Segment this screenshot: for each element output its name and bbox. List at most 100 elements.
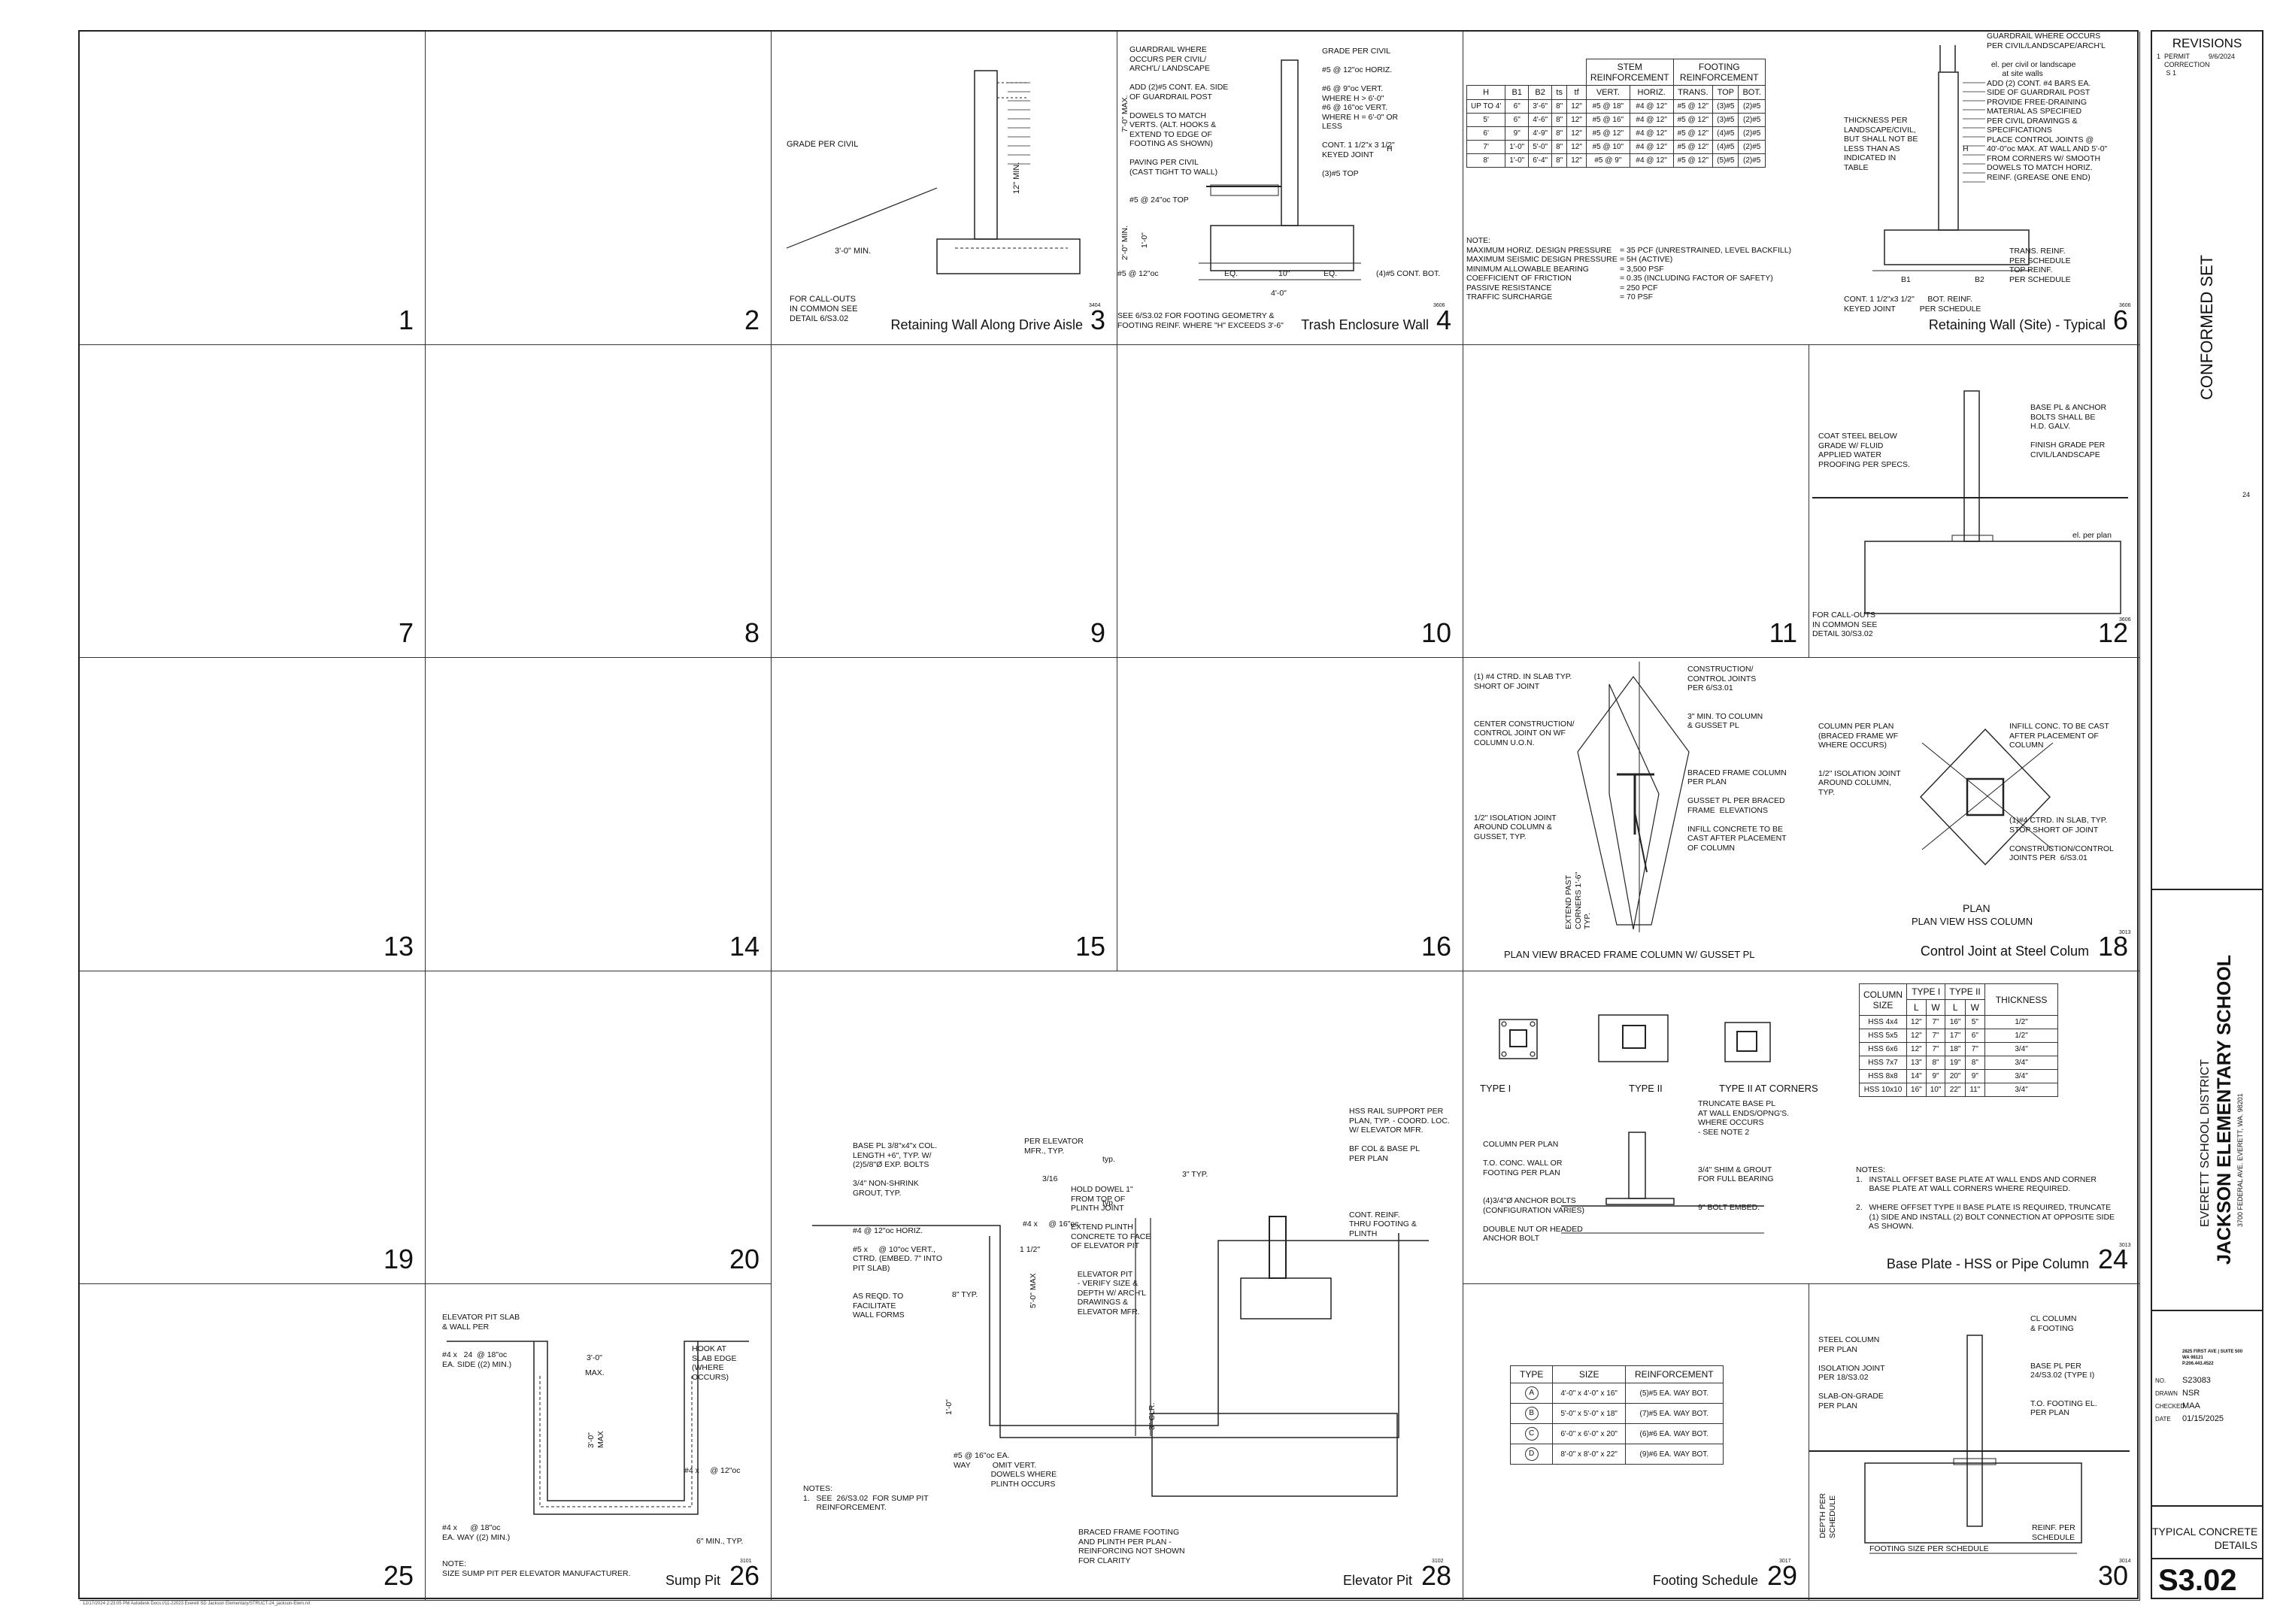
table-cell: (6)#6 EA. WAY BOT. xyxy=(1624,1423,1724,1444)
detail-number: 28 xyxy=(1420,1560,1451,1591)
table-cell: #4 @ 12" xyxy=(1629,126,1674,141)
table-cell: (2)#5 xyxy=(1738,99,1766,114)
detail-caption: PLAN VIEW BRACED FRAME COLUMN W/ GUSSET … xyxy=(1504,949,1755,960)
hss-column xyxy=(1509,1029,1527,1047)
footing xyxy=(1884,229,2030,265)
table-row: 8'1'-0"6'-4"8"12"#5 @ 9"#4 @ 12"#5 @ 12"… xyxy=(1466,153,1766,168)
detail-title: Retaining Wall (Site) - Typical xyxy=(1928,317,2106,332)
type-label: TYPE II xyxy=(1629,1083,1663,1094)
gusset xyxy=(1634,811,1648,873)
base-plate xyxy=(1951,535,1994,542)
table-cell: 12" xyxy=(1566,99,1587,114)
dim-label: 2'-0" MIN. xyxy=(1120,226,1129,260)
table-row: 7'1'-0"5'-0"8"12"#5 @ 10"#4 @ 12"#5 @ 12… xyxy=(1466,140,1766,154)
footing-type: D xyxy=(1509,1444,1554,1465)
detail-cell xyxy=(772,658,1117,971)
pit-inner xyxy=(989,1236,1429,1426)
table-cell: HSS 8x8 xyxy=(1858,1069,1908,1083)
ref-code: 3606 xyxy=(2119,303,2131,308)
hss-column xyxy=(1622,1025,1646,1049)
detail-number: 13 xyxy=(383,931,414,962)
note-block: BASE PL & ANCHOR BOLTS SHALL BE H.D. GAL… xyxy=(2030,403,2107,459)
note-block: REINF. PER SCHEDULE xyxy=(2032,1523,2075,1542)
table-cell: #5 @ 10" xyxy=(1585,140,1630,154)
base-plate xyxy=(1724,1022,1771,1062)
dim-label: 12" MIN. xyxy=(1012,162,1021,194)
base-plate xyxy=(1598,1014,1669,1062)
ref-code: 3014 xyxy=(2119,1559,2131,1564)
table-cell: 1'-0" xyxy=(1505,153,1530,168)
note-block: NOTE: SIZE SUMP PIT PER ELEVATOR MANUFAC… xyxy=(442,1559,631,1578)
detail-title: Trash Enclosure Wall xyxy=(1301,317,1429,332)
table-cell: 5' xyxy=(1466,113,1506,127)
grade-line xyxy=(786,187,938,249)
table-cell: HSS 7x7 xyxy=(1858,1056,1908,1070)
dim-label: 3" TYP. xyxy=(1182,1170,1208,1179)
dim-label: 3'-0" xyxy=(587,1353,602,1362)
school-address: 3700 FEDERAL AVE. EVERETT, WA. 98201 xyxy=(2236,1093,2244,1227)
detail-cell xyxy=(426,1284,772,1601)
joint-outline xyxy=(1577,675,1690,926)
detail-cell xyxy=(1809,1284,2140,1601)
table-cell: 7" xyxy=(1925,1015,1946,1029)
table-cell: #5 @ 12" xyxy=(1672,126,1714,141)
callout-note: FOR CALL-OUTS IN COMMON SEE DETAIL 6/S3.… xyxy=(790,295,858,323)
table-cell: 14" xyxy=(1906,1069,1927,1083)
table-cell: (2)#5 xyxy=(1738,153,1766,168)
table-cell: 19" xyxy=(1945,1056,1966,1070)
table-cell: 18" xyxy=(1945,1042,1966,1056)
table-subheader: W xyxy=(1925,999,1946,1016)
table-cell: HSS 4x4 xyxy=(1858,1015,1908,1029)
table-cell: 4'-6" xyxy=(1528,113,1553,127)
table-cell: #4 @ 12" xyxy=(1629,140,1674,154)
table-cell: #5 @ 12" xyxy=(1585,126,1630,141)
checked-by: MAA xyxy=(2182,1401,2200,1410)
ref-code: 3404 xyxy=(1089,303,1101,308)
edge-mark: 24 xyxy=(2242,491,2251,498)
dim-label: 10" xyxy=(1278,269,1290,278)
detail-number: 2 xyxy=(744,304,760,335)
table-row: 5'6"4'-6"8"12"#5 @ 16"#4 @ 12"#5 @ 12"(3… xyxy=(1466,113,1766,127)
table-cell: #5 @ 18" xyxy=(1585,99,1630,114)
ref-code: 3606 xyxy=(1433,303,1445,308)
file-footer: 12/17/2024 2:23:05 PM Autodesk Docs://11… xyxy=(83,1601,311,1606)
table-cell: 3/4" xyxy=(1984,1083,2059,1097)
note-block: INFILL CONC. TO BE CAST AFTER PLACEMENT … xyxy=(2009,722,2114,862)
note-block: HOOK AT SLAB EDGE (WHERE OCCURS) xyxy=(692,1344,737,1382)
table-cell: 12" xyxy=(1566,153,1587,168)
table-cell: #5 @ 12" xyxy=(1672,153,1714,168)
note-block: TRANS. REINF. PER SCHEDULE TOP REINF. PE… xyxy=(2009,247,2071,284)
detail-number: 7 xyxy=(398,617,414,648)
table-cell: 22" xyxy=(1945,1083,1966,1097)
table-cell: HSS 10x10 xyxy=(1858,1083,1908,1097)
note-label: (4)#5 CONT. BOT. xyxy=(1376,269,1441,278)
note-label: #4 x @ 12"oc xyxy=(684,1466,741,1475)
note-block: GRADE PER CIVIL #5 @ 12"oc HORIZ. #6 @ 9… xyxy=(1322,47,1399,178)
detail-number: 6 xyxy=(2112,304,2128,335)
issue-date: 01/15/2025 xyxy=(2182,1414,2224,1423)
table-cell: 5'-0" x 5'-0" x 18" xyxy=(1552,1403,1626,1424)
note-block: TRUNCATE BASE PL AT WALL ENDS/OPNG'S. WH… xyxy=(1698,1099,1790,1212)
grade-label: GRADE PER CIVIL xyxy=(787,140,859,149)
dim-label: B2 xyxy=(1975,275,1984,284)
project-number: S23083 xyxy=(2182,1376,2211,1385)
table-cell: 3/4" xyxy=(1984,1056,2059,1070)
note-block: #4 x @ 18"oc EA. WAY ((2) MIN.) xyxy=(442,1523,511,1542)
rebar xyxy=(539,1376,693,1507)
detail-cell xyxy=(1463,32,2140,345)
divider xyxy=(2152,1558,2262,1559)
table-cell: 3/4" xyxy=(1984,1042,2059,1056)
table-header: TYPE I xyxy=(1906,983,1946,1000)
table-cell: #5 @ 12" xyxy=(1672,99,1714,114)
ref-code: 3017 xyxy=(1779,1559,1791,1564)
note-block: (1) #4 CTRD. IN SLAB TYP. SHORT OF JOINT… xyxy=(1474,672,1575,841)
table-cell: 7" xyxy=(1964,1042,1985,1056)
table-cell: 8' xyxy=(1466,153,1506,168)
detail-title: Control Joint at Steel Colum xyxy=(1920,944,2089,959)
control-joint xyxy=(1921,742,2054,850)
